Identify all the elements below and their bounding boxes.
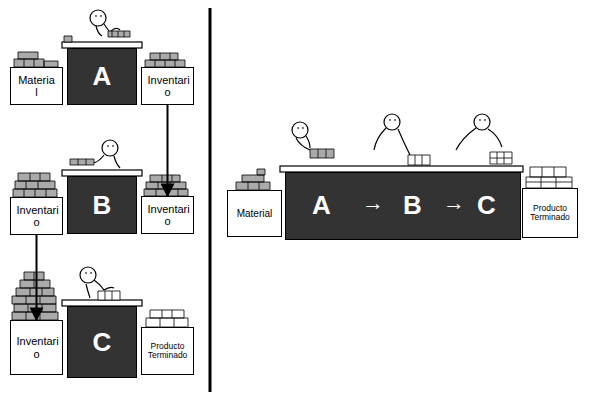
inventory-box: Inventari o xyxy=(10,320,63,375)
work-piece xyxy=(70,159,94,165)
workstation-box: B xyxy=(67,176,137,234)
box-label: Producto Terminado xyxy=(145,342,191,361)
station-letter: C xyxy=(93,328,112,357)
box-label: Inventari o xyxy=(148,203,188,227)
box-label: Inventari o xyxy=(17,335,57,359)
worker-head xyxy=(80,267,96,283)
finished-goods xyxy=(526,167,572,188)
finished-goods xyxy=(146,310,188,327)
box-label: Materia l xyxy=(17,74,57,98)
flow-arrow xyxy=(167,105,169,196)
box-label: Inventari o xyxy=(17,204,57,228)
work-piece xyxy=(490,152,512,164)
flow-arrow xyxy=(36,235,38,320)
worker-body xyxy=(296,128,310,150)
inventory-stack xyxy=(13,173,57,197)
inventory-stack xyxy=(144,175,188,196)
flow-arrow-symbol: → xyxy=(443,192,465,214)
work-piece xyxy=(310,149,334,158)
inventory-stack xyxy=(12,272,58,320)
inventory-box: Materia l xyxy=(10,67,63,105)
station-letter: A xyxy=(312,191,331,220)
inventory-box: Material xyxy=(227,190,282,237)
work-piece xyxy=(408,155,430,165)
worker-head xyxy=(384,114,400,130)
station-letter: B xyxy=(403,191,422,220)
workstation-box: C xyxy=(67,306,137,378)
worker-head xyxy=(292,122,308,138)
inventory-box: Inventari o xyxy=(141,196,194,234)
mug xyxy=(64,36,72,42)
station-letter: B xyxy=(93,191,112,220)
box-label: Inventari o xyxy=(148,74,188,98)
work-piece xyxy=(108,31,130,37)
worker-head xyxy=(474,114,490,130)
worker-head xyxy=(90,10,106,26)
inventory-box: Producto Terminado xyxy=(522,188,578,238)
material-stack xyxy=(14,52,58,67)
box-label: Material xyxy=(230,208,280,219)
worker-head xyxy=(102,140,118,156)
flow-arrow-symbol: → xyxy=(362,192,384,214)
inventory-box: Inventari o xyxy=(141,67,194,105)
work-piece xyxy=(98,291,120,300)
material-stack xyxy=(236,169,270,190)
workstation-box: A B C xyxy=(285,172,521,240)
inventory-box: Inventari o xyxy=(10,197,63,235)
inventory-box: Producto Terminado xyxy=(141,327,194,375)
inventory-stack xyxy=(145,53,185,67)
worker-body xyxy=(456,120,502,150)
workstation-box: A xyxy=(67,48,137,105)
station-letter: A xyxy=(93,62,112,91)
box-label: Producto Terminado xyxy=(526,204,574,223)
station-letter: C xyxy=(477,191,496,220)
divider-line xyxy=(209,8,212,392)
worker-body xyxy=(374,120,410,155)
